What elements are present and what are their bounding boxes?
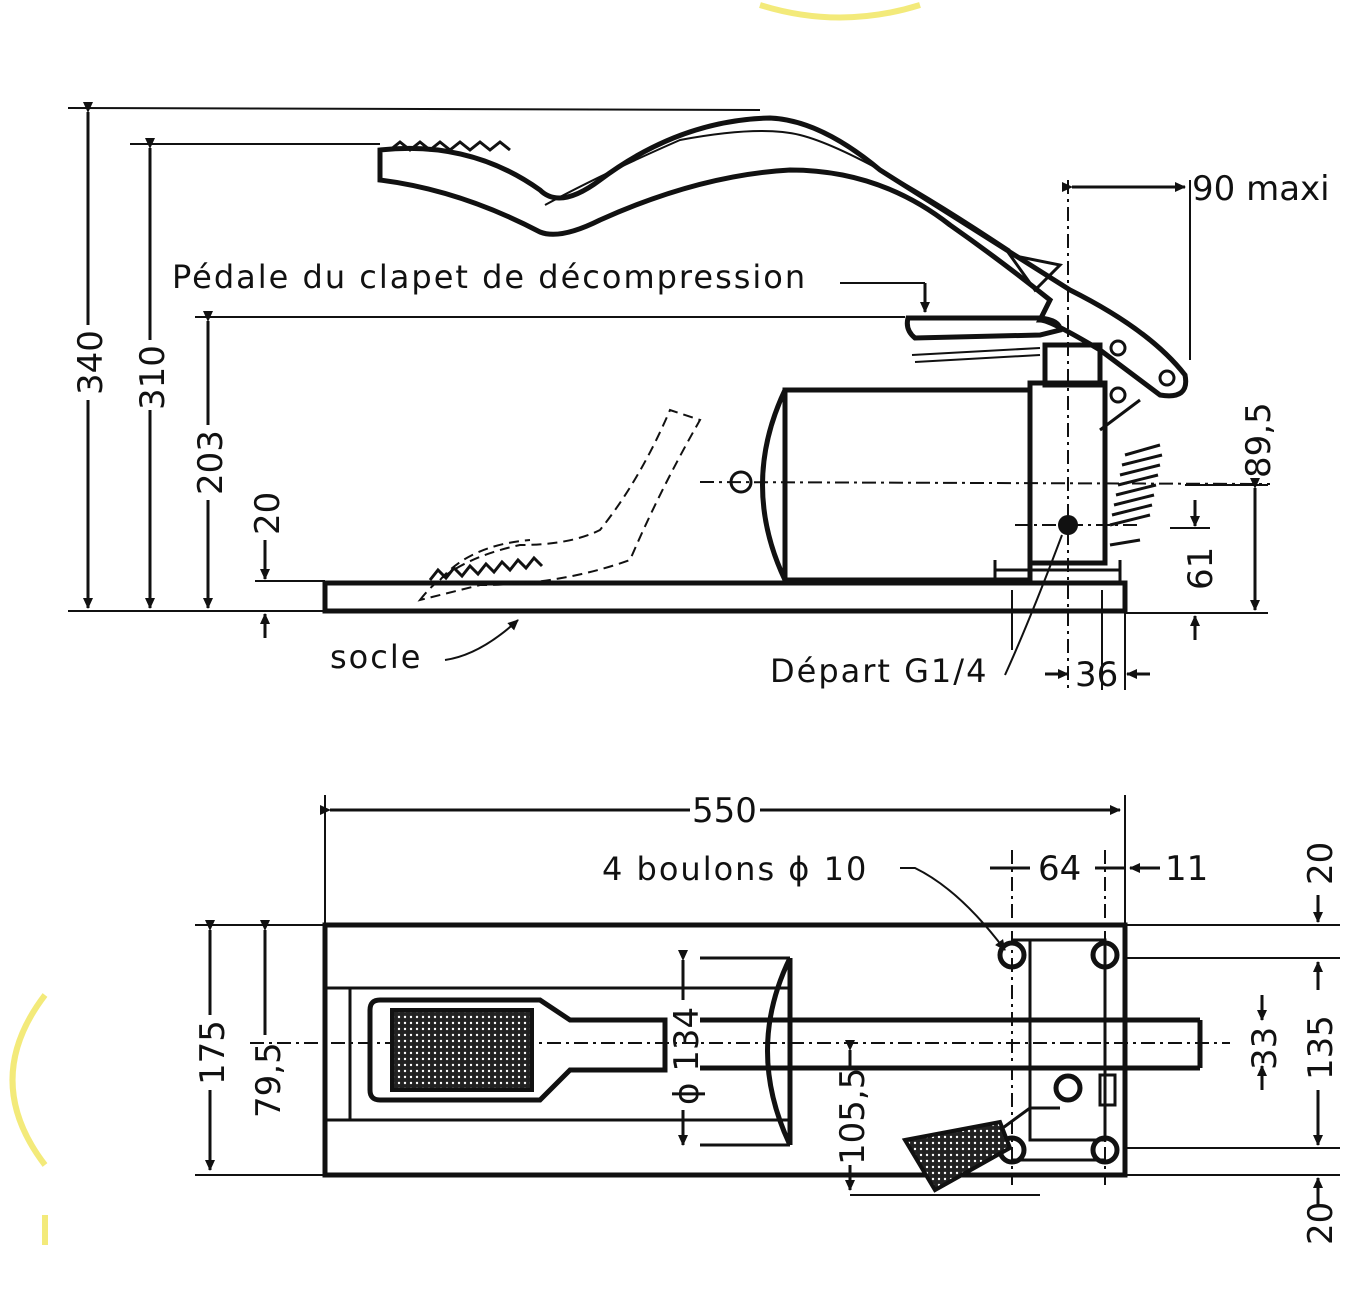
side-view: 340 310 203 20 90 maxi 89,5 61 36 Pédale… <box>67 102 1330 695</box>
dim-89-5: 89,5 <box>1239 402 1279 478</box>
return-spring <box>1099 398 1163 547</box>
bolt-hole-4 <box>1090 1135 1120 1165</box>
label-socle: socle <box>330 638 422 676</box>
dim-203: 203 <box>191 430 231 495</box>
dim-phi-134: ϕ 134 <box>667 1007 707 1105</box>
valve-pedal <box>904 315 1063 363</box>
dim-33: 33 <box>1245 1027 1285 1070</box>
main-pedal <box>377 115 1189 404</box>
bolt-hole-1 <box>997 940 1027 970</box>
top-dimension-arrows <box>205 805 1323 1205</box>
cylinder-top <box>700 956 793 1147</box>
dim-36: 36 <box>1075 655 1118 695</box>
dim-340: 340 <box>71 330 111 395</box>
bolt-bracket <box>997 938 1120 1165</box>
dim-20-top: 20 <box>1301 842 1341 885</box>
dim-105-5: 105,5 <box>833 1068 873 1165</box>
label-outlet: Départ G1/4 <box>770 652 988 690</box>
bolt-hole-2 <box>1090 940 1120 970</box>
pump-cylinder <box>729 342 1108 583</box>
base-plate-top <box>322 922 1128 1178</box>
dim-90-maxi: 90 maxi <box>1192 169 1330 209</box>
watermark <box>9 2 921 1245</box>
main-pedal-top <box>367 997 1203 1103</box>
valve-pedal-top <box>901 1106 1060 1193</box>
dim-11: 11 <box>1165 849 1208 889</box>
side-dimension-arrows <box>83 102 1260 679</box>
dim-310: 310 <box>133 345 173 410</box>
ghost-pedal <box>417 408 702 602</box>
label-bolts: 4 boulons ϕ 10 <box>602 850 868 888</box>
dim-61: 61 <box>1181 547 1221 590</box>
base-plate <box>322 560 1128 614</box>
dim-64: 64 <box>1038 849 1081 889</box>
dim-175: 175 <box>193 1020 233 1085</box>
dim-79-5: 79,5 <box>249 1042 289 1118</box>
dim-550: 550 <box>692 791 757 831</box>
dim-135: 135 <box>1301 1015 1341 1080</box>
top-view: 550 4 boulons ϕ 10 64 11 175 79,5 ϕ 134 … <box>193 791 1341 1245</box>
dim-20-base: 20 <box>248 492 288 535</box>
dim-20-bottom: 20 <box>1301 1202 1341 1245</box>
label-valve-pedal: Pédale du clapet de décompression <box>172 258 807 296</box>
